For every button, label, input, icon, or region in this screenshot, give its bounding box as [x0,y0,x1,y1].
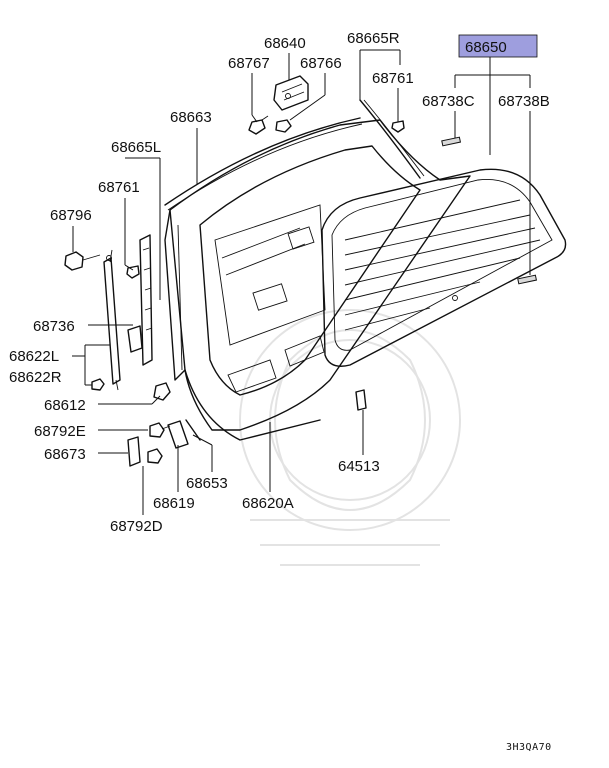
diagram-code: 3H3QA70 [506,742,552,753]
plate-68673 [127,436,141,467]
label-68663: 68663 [170,109,212,126]
watermark-emblem [239,309,461,566]
weatherstrip-68665L [139,234,153,366]
label-68673: 68673 [44,446,86,463]
label-68796: 68796 [50,207,92,224]
highlight-box-68650 [458,34,538,58]
label-68767: 68767 [228,55,270,72]
clip-68761-left [126,265,140,279]
label-68622L: 68622L [9,348,59,365]
bracket-68622 [127,325,143,353]
label-68792D: 68792D [110,518,163,535]
strip-68738C [441,136,462,147]
label-68738B: 68738B [498,93,550,110]
label-68612: 68612 [44,397,86,414]
bolt-68792D [147,448,163,464]
label-68650: 68650 [465,39,507,56]
bolt-68767 [248,115,269,135]
label-68622R: 68622R [9,369,62,386]
label-68766: 68766 [300,55,342,72]
bolt-68792E [149,422,171,438]
label-68620A: 68620A [242,495,294,512]
bolt-68622R [91,378,105,391]
label-68792E: 68792E [34,423,86,440]
label-64513: 64513 [338,458,380,475]
label-68738C: 68738C [422,93,475,110]
trim-68653 [185,419,201,441]
label-68619: 68619 [153,495,195,512]
weatherstrip-68663 [164,117,361,206]
label-68665L: 68665L [111,139,161,156]
latch-68619 [167,420,189,449]
hinge-68640 [273,75,309,111]
clip-64513 [355,389,367,411]
label-68665R: 68665R [347,30,400,47]
weatherstrip-68665R [359,99,421,179]
bumper-68612 [153,382,171,401]
clip-68761-top [391,120,405,133]
nut-68766 [275,119,292,133]
gas-strut-68736 [103,249,121,391]
label-68653: 68653 [186,475,228,492]
bracket-68650 [454,57,531,155]
label-68761-left: 68761 [98,179,140,196]
bolt-68796 [64,251,101,271]
rear-glass-68650 [321,168,567,367]
label-68640: 68640 [264,35,306,52]
leader-lines [72,49,531,515]
label-68761-top: 68761 [372,70,414,87]
strip-68738B [517,274,538,285]
label-68736: 68736 [33,318,75,335]
